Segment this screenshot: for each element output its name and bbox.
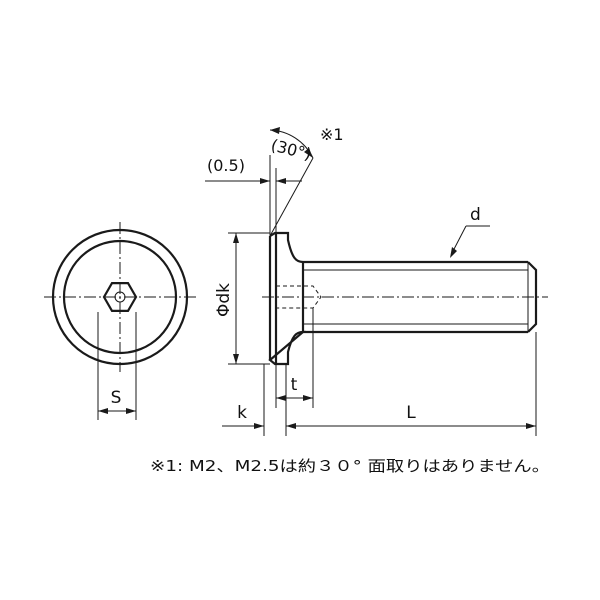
dk-arrow-top bbox=[233, 233, 239, 243]
d-leader-diagonal bbox=[451, 225, 467, 254]
t-arrow-left bbox=[276, 395, 286, 401]
gap-arrow-left bbox=[260, 178, 270, 184]
head-outline bbox=[268, 231, 306, 366]
hidden-socket bbox=[276, 285, 322, 309]
length-label: L bbox=[406, 403, 416, 423]
end-view: S bbox=[44, 222, 196, 420]
chamfer-angle-label: (30°) bbox=[269, 135, 313, 163]
k-arrow-left bbox=[254, 423, 264, 429]
dk-arrow-bottom bbox=[233, 354, 239, 364]
head-height-label: k bbox=[237, 403, 247, 423]
angle-arrow-end bbox=[304, 148, 313, 158]
angle-arrow-start bbox=[270, 127, 280, 134]
s-arrow-right bbox=[126, 408, 136, 414]
s-arrow-left bbox=[98, 408, 108, 414]
socket-size-label: S bbox=[111, 388, 122, 408]
head-diameter-label: Φdk bbox=[214, 283, 234, 317]
socket-depth-label: t bbox=[291, 375, 298, 395]
thread-diameter-label: d bbox=[470, 205, 481, 225]
side-view: Φdk (0.5) (30°) ※1 d t bbox=[205, 125, 548, 436]
angle-line bbox=[269, 157, 314, 237]
gap-arrow-right bbox=[276, 178, 286, 184]
footnote: ※1: M2、M2.5は約３０° 面取りはありません。 bbox=[150, 457, 550, 475]
l-arrow-right bbox=[526, 423, 536, 429]
chamfer-gap-label: (0.5) bbox=[207, 156, 245, 175]
tip-chamfer bbox=[527, 261, 538, 333]
chamfer-ref-label: ※1 bbox=[320, 125, 344, 144]
t-arrow-right bbox=[303, 395, 313, 401]
d-leader-arrow bbox=[450, 247, 457, 258]
